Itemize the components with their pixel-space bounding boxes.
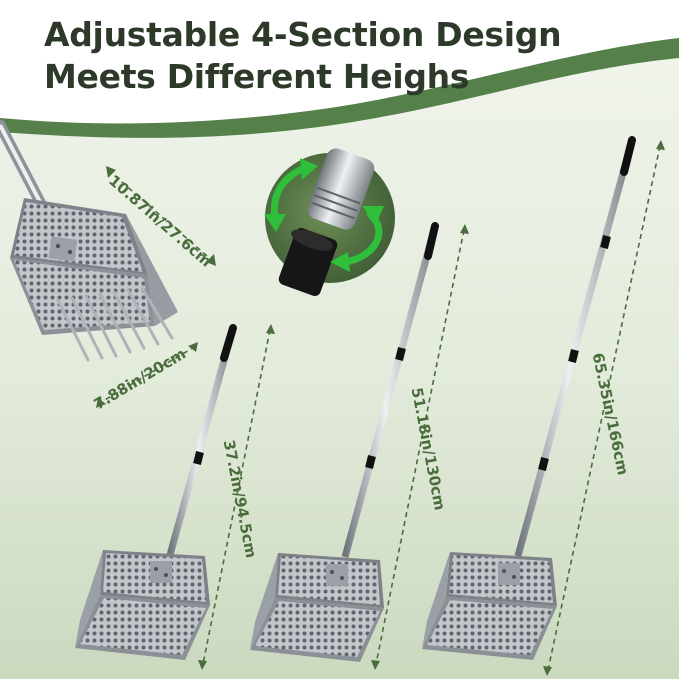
headline-line-2: Meets Different Heighs — [44, 57, 470, 96]
header-wave — [0, 0, 679, 138]
headline-line-1: Adjustable 4-Section Design — [44, 15, 562, 54]
headline: Adjustable 4-Section Design Meets Differ… — [44, 14, 562, 98]
dimension-lines — [97, 145, 661, 671]
long-scoop — [422, 136, 636, 660]
short-scoop — [75, 324, 237, 660]
medium-scoop — [250, 222, 439, 662]
dimension-arrowheads — [96, 140, 665, 676]
scoop-detail — [0, 119, 178, 362]
twist-lock-icon — [264, 148, 395, 297]
